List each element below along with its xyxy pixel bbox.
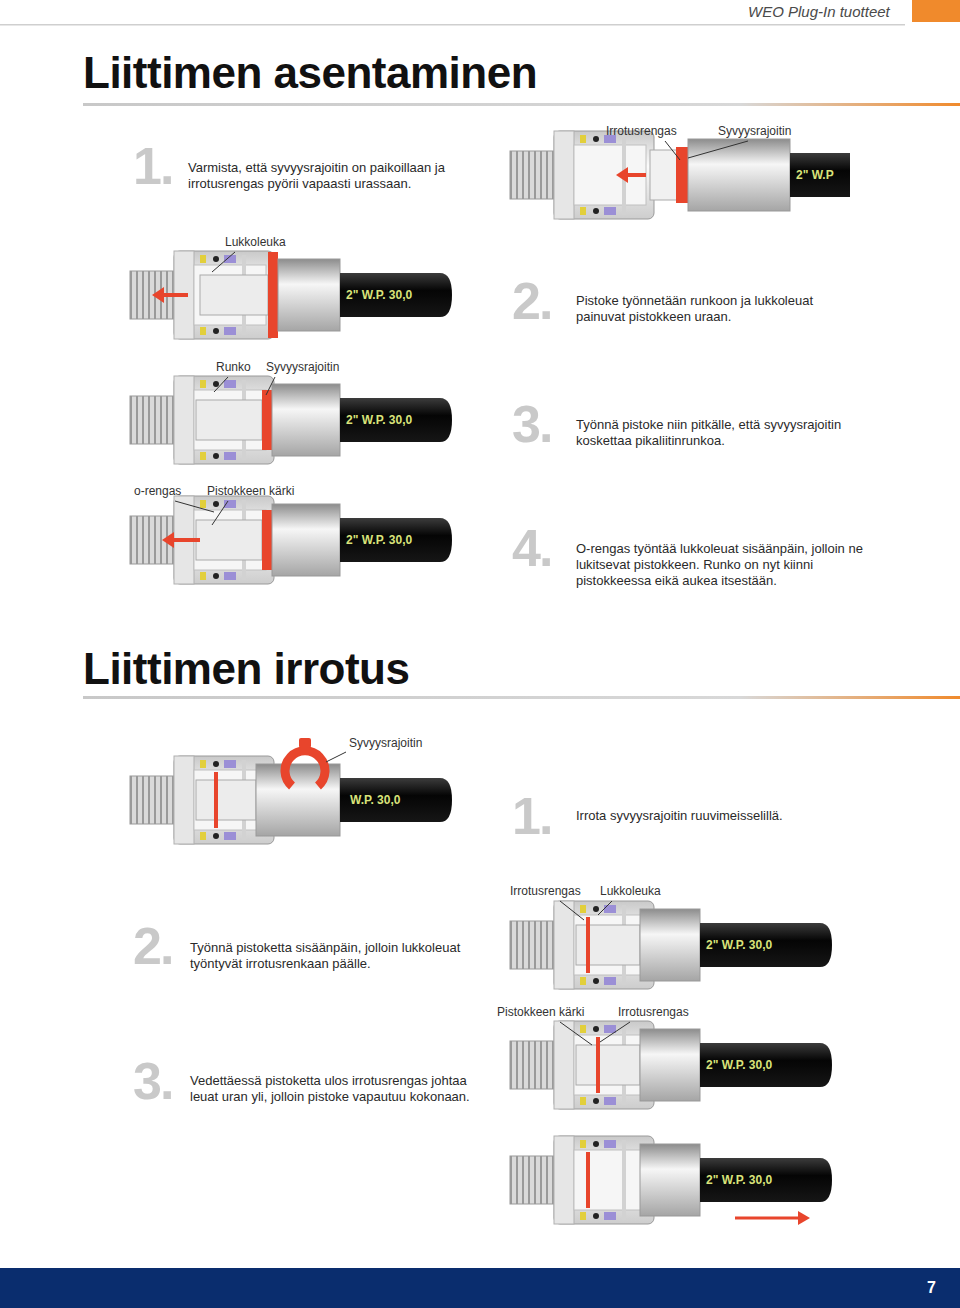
section-heading: Liittimen irrotus: [83, 644, 409, 694]
part-label: Syvyysrajoitin: [349, 736, 422, 750]
step-text: O-rengas työntää lukkoleuat sisäänpäin, …: [576, 541, 871, 589]
part-label: Pistokkeen kärki: [207, 484, 294, 498]
pipe-print: 2" W.P: [796, 168, 834, 182]
leader-line: [560, 1022, 592, 1045]
leader-line: [212, 252, 235, 272]
leader-line: [175, 501, 214, 512]
leader-line: [560, 901, 584, 920]
leader-line: [212, 501, 228, 525]
connector-drawing: [510, 901, 832, 989]
leader-line: [665, 141, 680, 160]
section-rule: [83, 696, 960, 699]
part-label: Irrotusrengas: [618, 1005, 689, 1019]
part-label: Lukkoleuka: [600, 884, 661, 898]
header-square: [912, 0, 960, 22]
header-text: WEO Plug-In tuotteet: [748, 3, 890, 20]
leader-line: [266, 377, 275, 395]
connector-drawing: [510, 1021, 832, 1109]
part-label: o-rengas: [134, 484, 181, 498]
pipe-print: 2" W.P. 30,0: [346, 413, 412, 427]
connector-drawing: [130, 376, 452, 464]
page-title: Liittimen asentaminen: [83, 48, 537, 98]
part-label: Runko: [216, 360, 251, 374]
step-number: 3.: [133, 1055, 172, 1107]
header-rule: [0, 24, 905, 26]
leader-line: [326, 752, 346, 762]
step-number: 1.: [133, 140, 172, 192]
connector-drawing: [510, 131, 850, 219]
step-number: 2.: [512, 275, 551, 327]
step-text: Varmista, että syvyysrajoitin on paikoil…: [188, 160, 488, 192]
step-text: Pistoke työnnetään runkoon ja lukkoleuat…: [576, 293, 846, 325]
footer-band: 7: [0, 1268, 960, 1308]
step-number: 4.: [512, 522, 551, 574]
pipe-print: 2" W.P. 30,0: [346, 533, 412, 547]
title-rule: [83, 103, 960, 106]
step-number: 2.: [133, 920, 172, 972]
pipe-print: 2" W.P. 30,0: [706, 1173, 772, 1187]
pipe-print: 2" W.P. 30,0: [706, 938, 772, 952]
connector-drawing: [130, 496, 452, 584]
step-text: Irrota syvyysrajoitin ruuvimeisselillä.: [576, 808, 896, 824]
leader-line: [688, 141, 748, 158]
connector-drawing: [130, 251, 452, 339]
pipe-print: 2" W.P. 30,0: [346, 288, 412, 302]
part-label: Lukkoleuka: [225, 235, 286, 249]
part-label: Irrotusrengas: [606, 124, 677, 138]
step-text: Työnnä pistoketta sisäänpäin, jolloin lu…: [190, 940, 470, 972]
pipe-print: W.P. 30,0: [350, 793, 400, 807]
step-number: 3.: [512, 398, 551, 450]
part-label: Irrotusrengas: [510, 884, 581, 898]
part-label: Pistokkeen kärki: [497, 1005, 584, 1019]
connector-drawing: [510, 1136, 832, 1225]
step-number: 1.: [512, 790, 551, 842]
leader-line: [214, 377, 228, 392]
leader-line: [600, 1022, 630, 1042]
step-text: Työnnä pistoke niin pitkälle, että syvyy…: [576, 417, 856, 449]
step-text: Vedettäessä pistoketta ulos irrotusrenga…: [190, 1073, 485, 1105]
pipe-print: 2" W.P. 30,0: [706, 1058, 772, 1072]
page-number: 7: [927, 1279, 936, 1297]
part-label: Syvyysrajoitin: [718, 124, 791, 138]
leader-line: [598, 901, 612, 915]
connector-drawing: [130, 738, 452, 844]
part-label: Syvyysrajoitin: [266, 360, 339, 374]
